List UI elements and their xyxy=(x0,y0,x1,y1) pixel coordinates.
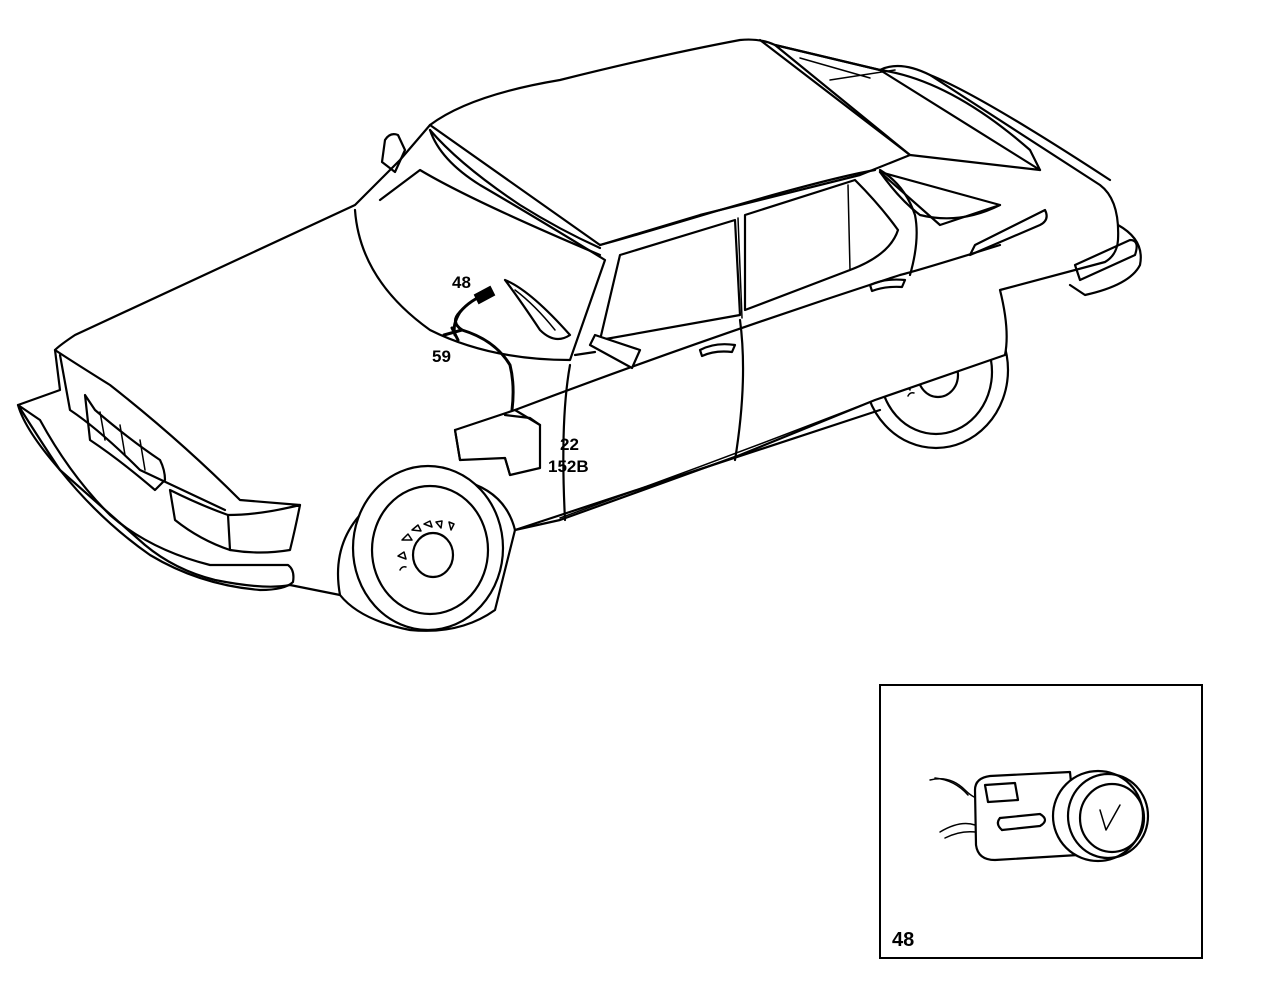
car-body xyxy=(16,38,1142,632)
callout-harness-152b: 152B xyxy=(548,457,589,476)
control-unit-box xyxy=(453,408,542,477)
car-illustration xyxy=(16,38,1142,632)
callout-lighter-48: 48 xyxy=(452,273,471,292)
detail-inset: 48 xyxy=(879,684,1203,959)
callout-harness-22: 22 xyxy=(560,435,579,454)
lighter-wiring-harness xyxy=(442,285,515,412)
cigar-lighter-icon xyxy=(929,769,1150,863)
front-wheel xyxy=(351,464,505,632)
callout-bracket-59: 59 xyxy=(432,347,451,366)
inset-label-48: 48 xyxy=(892,929,914,951)
